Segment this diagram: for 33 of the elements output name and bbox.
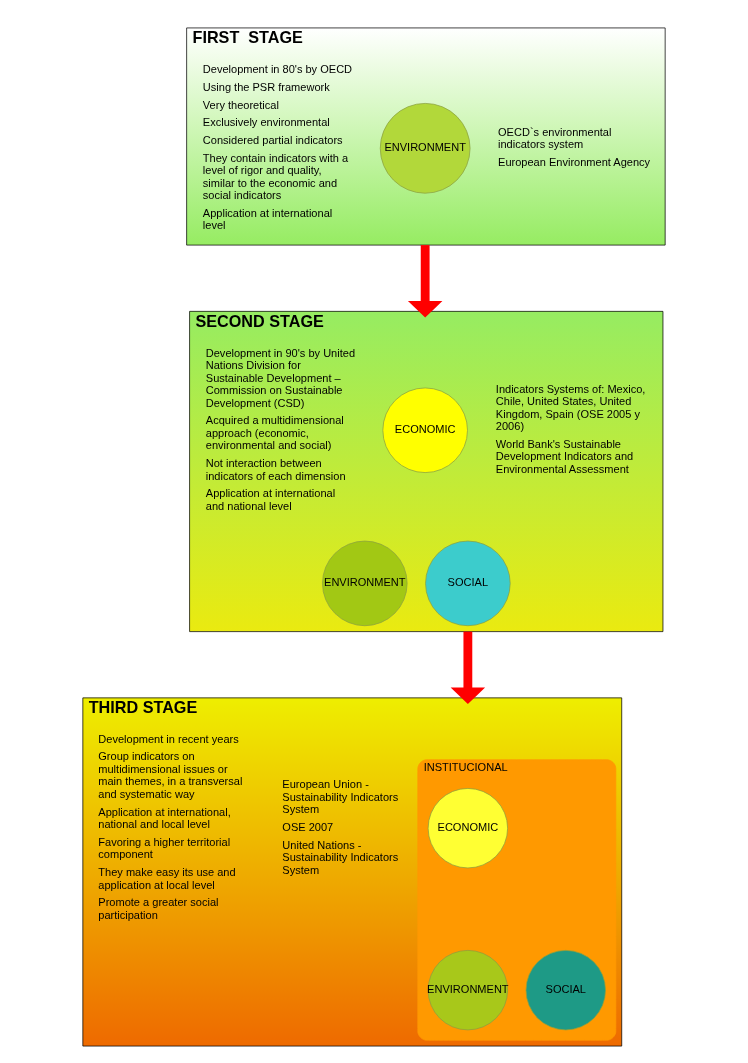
label: European Union - Sustainability Indicators System [282,778,399,816]
label: Development in 90's by United Nations Division for Sustainable Development – Commission on Sustainable Development (CSD) [205,346,356,409]
label: Application at international and national level [205,487,336,512]
node-circle: ENVIRONMENT [379,103,471,194]
label: United Nations - Sustainability Indicators System [282,838,399,876]
label: Development in 80's by OECD [202,63,353,76]
label: European Environment Agency [498,155,651,168]
label: They make easy its use and application at local level [98,866,236,891]
label: OSE 2007 [282,821,334,834]
arrow [407,245,443,318]
node-circle: SOCIAL [525,950,606,1031]
label: Favoring a higher territorial component [98,835,231,861]
label: Very theoretical [202,98,279,111]
arrow [450,631,486,704]
label: Not interaction between indicators of each dimension [205,457,346,482]
node-circle: ECONOMIC [382,387,468,473]
label: Application at international level [202,206,333,232]
label: Application at international, national and local level [98,805,231,831]
label: Promote a greater social participation [98,896,219,921]
label: Development in recent years [98,732,239,745]
label: Exclusively environmental [202,116,330,129]
label: Group indicators on multidimensional issues or main themes, in a transversal and systematic way [98,750,243,800]
label: World Bank's Sustainable Development Indicators and Environmental Assessment [495,437,634,475]
label: Considered partial indicators [202,133,343,146]
label: OECD`s environmental indicators system [498,125,612,151]
node-circle: ENVIRONMENT [322,540,408,627]
label: They contain indicators with a level of rigor and quality, similar to the economic and social indicators [202,151,349,202]
node-circle: ENVIRONMENT [427,950,508,1031]
node-circle: SOCIAL [425,540,511,627]
label: Acquired a multidimensional approach (economic, environmental and social) [205,414,344,452]
label: Using the PSR framework [202,80,330,93]
node-circle: ECONOMIC [427,788,508,869]
label: Indicators Systems of: Mexico, Chile, United States, United Kingdom, Spain (OSE 2005 y 2006) [495,382,646,433]
